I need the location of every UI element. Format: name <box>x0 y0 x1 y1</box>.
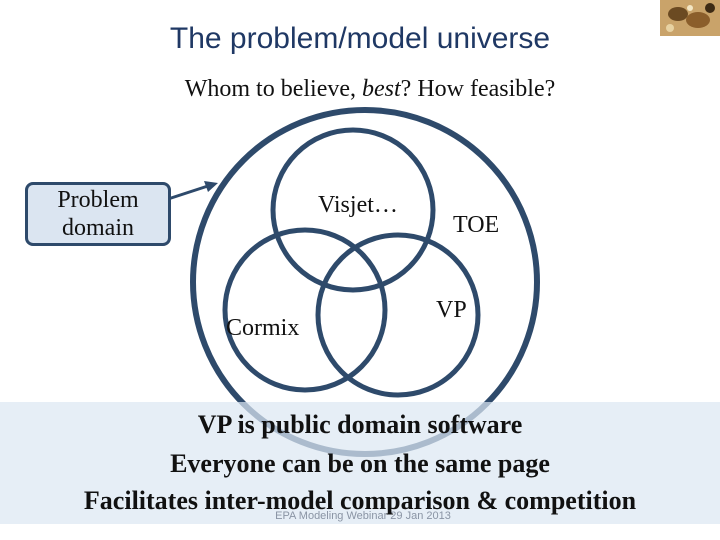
cormix-label: Cormix <box>226 315 299 342</box>
cormix-circle <box>225 230 385 390</box>
toe-label: TOE <box>453 212 499 239</box>
vp-label: VP <box>436 297 467 324</box>
problem-domain-callout: Problem domain <box>25 182 171 246</box>
visjet-label: Visjet… <box>318 192 398 219</box>
callout-arrowhead <box>204 181 218 192</box>
callout-line1: Problem <box>57 186 138 214</box>
summary-line-1: VP is public domain software <box>0 410 720 440</box>
summary-line-3: Facilitates inter-model comparison & com… <box>0 486 720 516</box>
callout-line2: domain <box>62 214 134 242</box>
summary-line-2: Everyone can be on the same page <box>0 449 720 479</box>
